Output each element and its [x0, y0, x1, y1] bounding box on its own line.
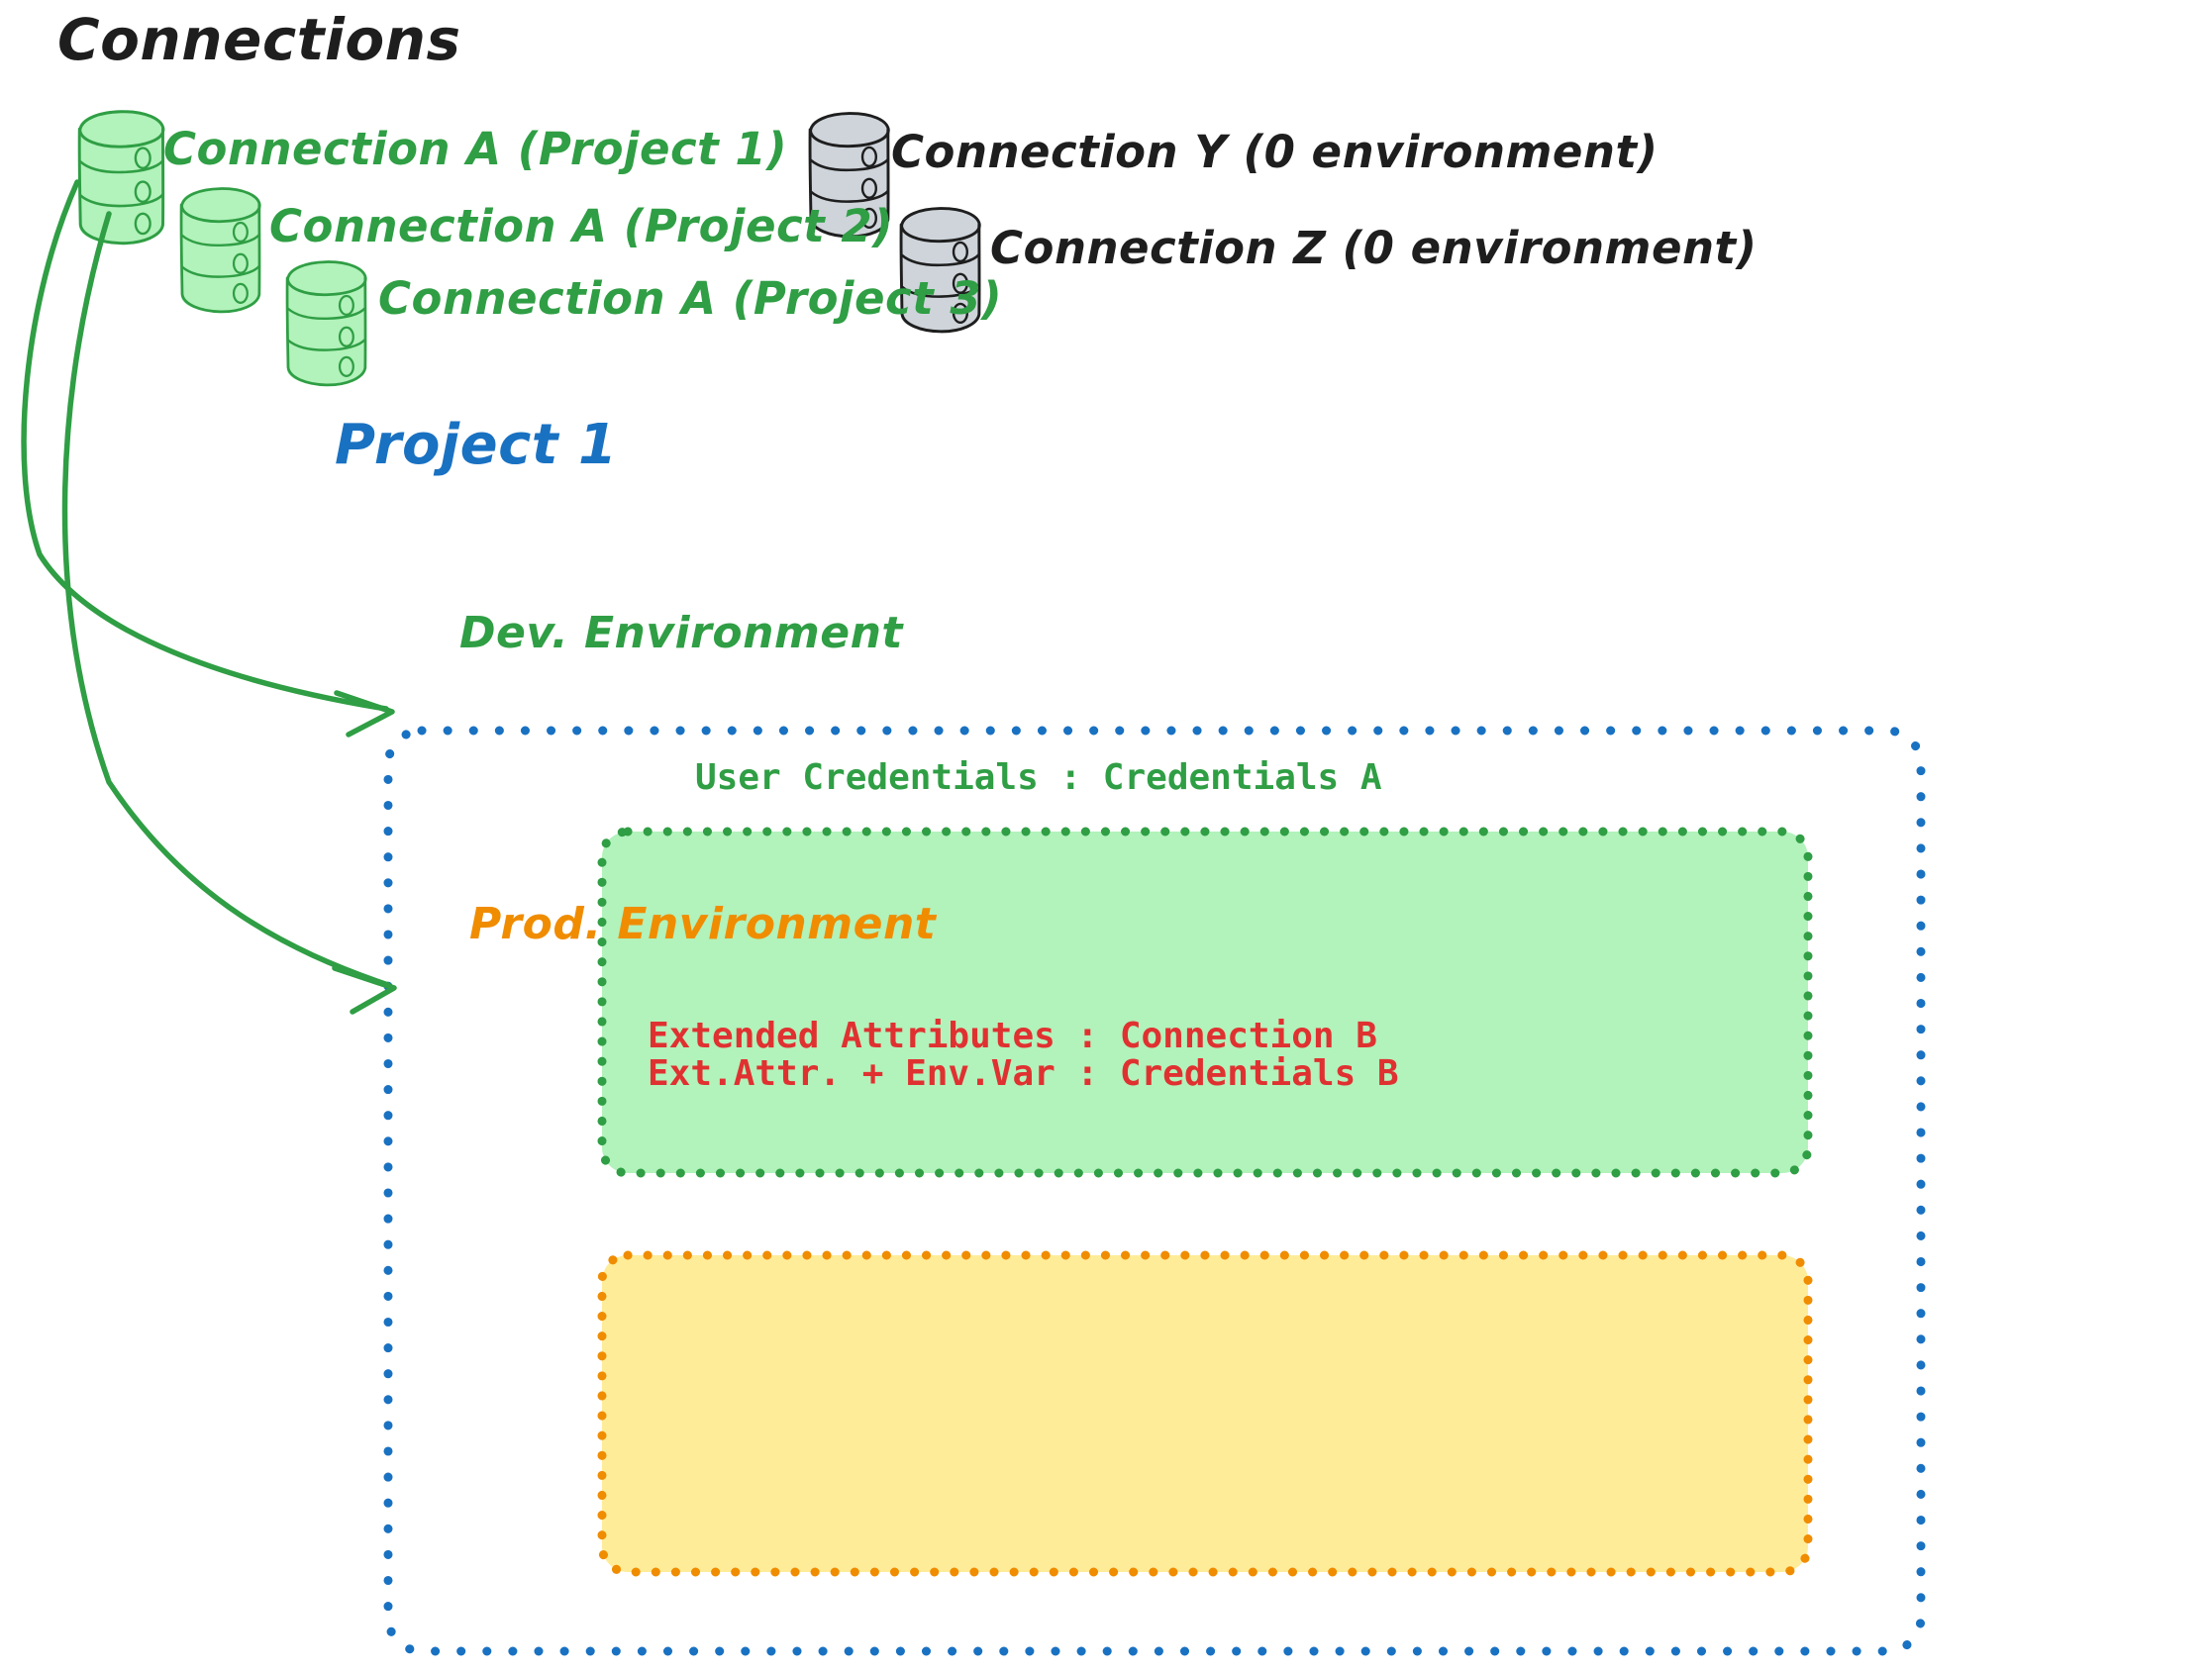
prod-environment-title: Prod. Environment — [469, 899, 937, 949]
connection-label-a-project-1: Connection A (Project 1) — [163, 123, 788, 175]
project-container-box — [383, 726, 1926, 1656]
connection-label-y: Connection Y (0 environment) — [891, 126, 1659, 178]
connection-label-a-project-2: Connection A (Project 2) — [269, 200, 894, 252]
dev-environment-title: Dev. Environment — [459, 608, 903, 658]
prod-environment-box — [597, 1250, 1813, 1577]
prod-environment-extended-attributes-line: Extended Attributes : Connection B — [648, 1016, 1377, 1056]
page-title: Connections — [57, 6, 461, 73]
connection-a-project-2-icon[interactable] — [179, 186, 261, 314]
connection-label-z: Connection Z (0 environment) — [990, 222, 1758, 274]
connection-label-a-project-3: Connection A (Project 3) — [378, 272, 1003, 325]
connection-a-project-3-icon[interactable] — [285, 259, 367, 387]
arrow-to-prod-environment — [61, 211, 397, 1015]
prod-environment-env-var-line: Ext.Attr. + Env.Var : Credentials B — [648, 1053, 1399, 1094]
dev-environment-box — [597, 827, 1813, 1178]
connection-a-project-1-icon[interactable] — [77, 109, 165, 246]
arrow-to-dev-environment — [21, 179, 395, 738]
dev-environment-credentials-line: User Credentials : Credentials A — [695, 757, 1382, 798]
project-title: Project 1 — [335, 413, 618, 477]
